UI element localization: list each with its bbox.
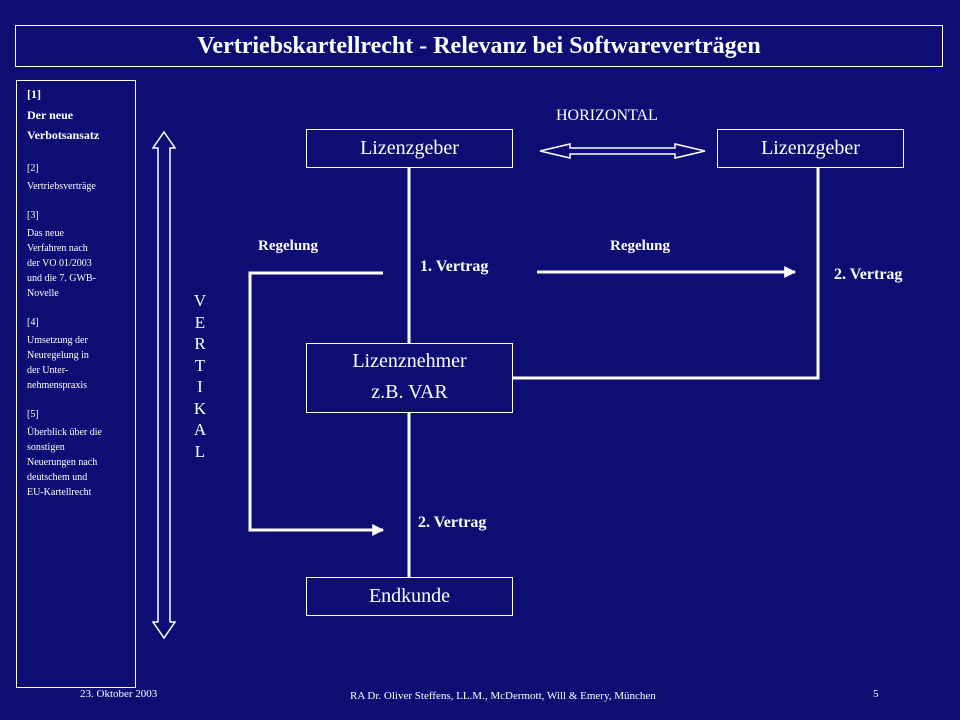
sidebar-item-number: [5] (27, 409, 39, 420)
horizontal-double-arrow (539, 143, 706, 159)
sidebar-item-number: [1] (27, 87, 41, 101)
sidebar-item-1[interactable]: [1] Der neue Verbotsansatz (27, 87, 129, 145)
slide-title: Vertriebskartellrecht - Relevanz bei Sof… (15, 25, 943, 67)
sidebar-item-label: Vertriebsverträge (27, 181, 96, 192)
footer-author: RA Dr. Oliver Steffens, LL.M., McDermott… (350, 690, 656, 702)
connector-right (512, 168, 820, 380)
vertrag-2-right-label: 2. Vertrag (834, 266, 903, 283)
sidebar-item-label: Überblick über die sonstigen Neuerungen … (27, 427, 102, 498)
vertrag-1-label: 1. Vertrag (420, 258, 489, 275)
sidebar-item-label: Das neue Verfahren nach der VO 01/2003 u… (27, 228, 96, 299)
footer-page-number: 5 (873, 688, 879, 700)
sidebar-navigation: [1] Der neue Verbotsansatz [2] Vertriebs… (16, 80, 136, 688)
regelung-right-label: Regelung (610, 238, 670, 254)
vertikal-label: V E R T I K A L (193, 291, 207, 461)
vertical-double-arrow (151, 130, 177, 640)
sidebar-item-2[interactable]: [2] Vertriebsverträge (27, 161, 129, 194)
sidebar-item-5[interactable]: [5] Überblick über die sonstigen Neuerun… (27, 407, 129, 500)
lizenznehmer-box: Lizenznehmer z.B. VAR (306, 343, 513, 413)
sidebar-item-number: [3] (27, 210, 39, 221)
sidebar-item-number: [4] (27, 317, 39, 328)
sidebar-item-3[interactable]: [3] Das neue Verfahren nach der VO 01/20… (27, 208, 129, 301)
lizenzgeber-left-box: Lizenzgeber (306, 129, 513, 168)
sidebar-item-label: Der neue Verbotsansatz (27, 108, 100, 142)
footer-date: 23. Oktober 2003 (80, 688, 158, 700)
sidebar-item-label: Umsetzung der Neuregelung in der Unter- … (27, 335, 89, 391)
sidebar-item-4[interactable]: [4] Umsetzung der Neuregelung in der Unt… (27, 315, 129, 393)
sidebar-item-number: [2] (27, 163, 39, 174)
regelung-left-label: Regelung (258, 238, 318, 254)
lizenznehmer-label: Lizenznehmer (352, 350, 467, 372)
regelung-left-arrow (248, 271, 385, 536)
lizenzgeber-right-box: Lizenzgeber (717, 129, 904, 168)
horizontal-label: HORIZONTAL (556, 107, 658, 124)
vertrag-2-bottom-label: 2. Vertrag (418, 514, 487, 531)
lizenznehmer-example: z.B. VAR (371, 381, 448, 403)
endkunde-box: Endkunde (306, 577, 513, 616)
